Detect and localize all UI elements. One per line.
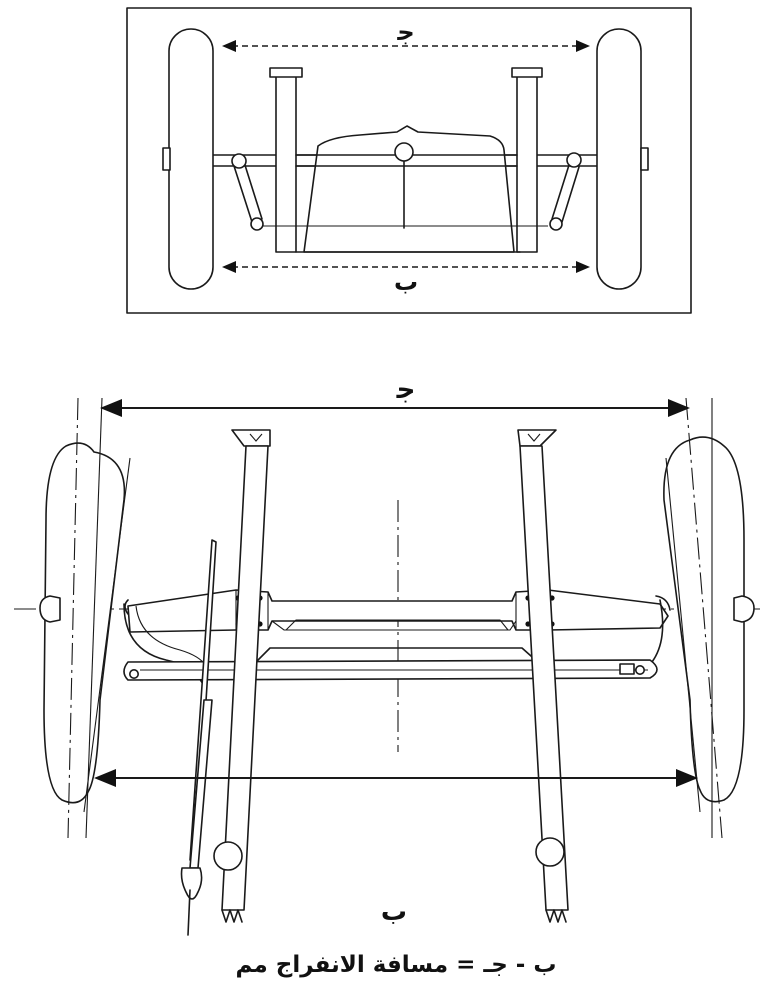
top-right-frame-rail [511,67,543,253]
top-right-steering-arm [549,152,582,231]
top-left-frame-rail [269,67,303,253]
top-diagram [126,7,692,314]
top-center-pivot [394,142,414,162]
top-label-front: ﺟ [396,18,414,46]
bottom-right-hub-cap [733,595,755,623]
bottom-right-frame-rail [517,429,569,923]
bottom-dimension-rear [94,769,698,787]
top-right-wheel [596,28,642,290]
top-dimension-rear [222,261,590,273]
toe-in-formula: ب - جـ = مسافة الانفراج مم [236,952,557,978]
top-center-housing [303,125,515,253]
top-left-hub [162,147,171,171]
top-dimension-front [222,40,590,52]
top-right-hub [640,147,649,171]
top-label-rear: ب [394,268,418,296]
bottom-diagram [14,397,760,936]
bottom-label-rear: ب [381,897,407,927]
bottom-dimension-front [100,399,690,417]
bottom-label-front: ﺟ [396,375,416,405]
bottom-left-hub-cap [39,595,61,623]
top-left-steering-arm [231,153,264,231]
top-left-wheel [168,28,214,290]
bottom-left-wheel [43,397,131,839]
bottom-right-wheel [663,397,745,839]
steering-drop-arm [180,539,217,936]
top-diagram-frame [126,7,692,314]
bottom-left-frame-rail [213,429,271,923]
